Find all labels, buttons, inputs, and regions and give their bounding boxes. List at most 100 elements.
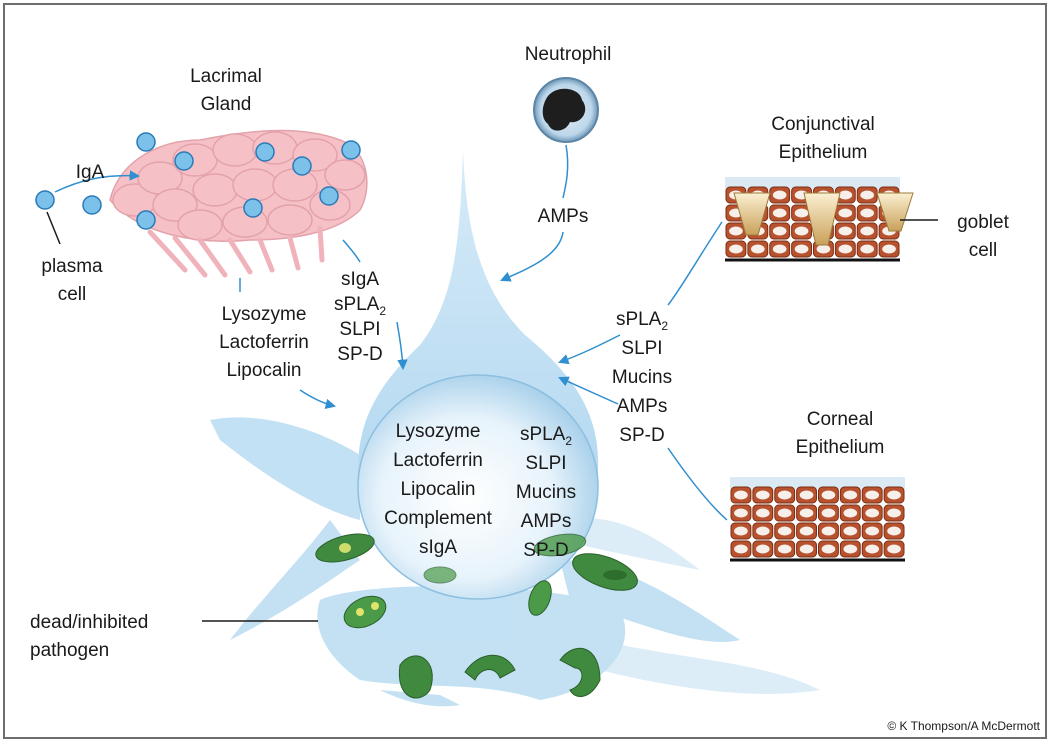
plasma-cells [35,132,361,230]
cell-nucleus [821,526,836,536]
copyright-label: © K Thompson/A McDermott [887,719,1040,733]
tear-component-item: Complement [384,508,492,529]
cell-nucleus [734,490,748,500]
gland-acinar-item: Lipocalin [227,360,302,381]
cell-nucleus [734,544,748,554]
lacrimal-gland-label-line2: Gland [201,94,252,115]
cell-nucleus [755,490,770,500]
arrows [54,144,728,521]
corneal-epithelium [730,477,905,562]
tear-component-item: Lysozyme [396,421,481,442]
cell-nucleus [799,544,814,554]
cell-nucleus [865,490,880,500]
cell-nucleus [887,508,901,518]
cell-nucleus [821,544,836,554]
cell-nucleus [734,526,748,536]
plasma-cell-label-line1: plasma [41,256,103,277]
epithelium-secretion-item: SLPI [621,338,662,359]
tear-component-item: sIgA [419,537,457,558]
goblet-cell-label-line1: goblet [957,212,1009,233]
cell-nucleus [777,544,792,554]
cell-nucleus [729,244,743,254]
cell-nucleus [843,544,858,554]
gland-duct-arrow [396,321,408,371]
gland-duct-item: SP-D [337,344,382,365]
cell-nucleus [865,508,880,518]
iga-label: IgA [76,162,105,183]
tear-component-subscript: 2 [565,434,572,448]
iga-arrow [54,170,141,193]
cell-nucleus [843,508,858,518]
pathogen-9 [423,566,457,584]
cell-nucleus [777,508,792,518]
goblet-cell [803,192,841,246]
conjunctiva-line [667,221,723,306]
tear-film-layer [730,477,905,489]
cell-nucleus [882,244,896,254]
gland-acinar-arrow [299,389,337,410]
neutrophil-cell [533,77,599,143]
neutrophil-arrow [500,231,564,282]
cell-nucleus [843,526,858,536]
tear-film-layer [725,177,900,189]
cell-nucleus [821,490,836,500]
pathogen-3 [398,655,433,699]
cell-nucleus [794,244,809,254]
cell-nucleus [772,244,787,254]
cell-nucleus [799,490,814,500]
gland-acinar-item: Lactoferrin [219,332,309,353]
lacrimal-gland-label-line1: Lacrimal [190,66,262,87]
cell-nucleus [799,526,814,536]
cell-nucleus [860,244,875,254]
cell-nucleus [755,544,770,554]
tear-component-item: Lipocalin [401,479,476,500]
conjunctival-label-line2: Epithelium [779,142,868,163]
cell-nucleus [777,526,792,536]
cell-nucleus [750,244,765,254]
gland-duct-item: SLPI [339,319,380,340]
goblet-cell [733,192,771,236]
tear-component-item: AMPs [521,511,572,532]
cell-nucleus [860,226,875,236]
leader-lines [46,211,938,622]
corneal-label-line1: Corneal [807,409,874,430]
neutrophil-arrow-top [562,144,569,199]
conjunctival-label-line1: Conjunctival [771,114,875,135]
goblet-cell-label-line2: cell [969,240,998,261]
gland-duct-line [342,239,361,263]
conjunctiva-arrow [558,334,621,365]
cell-nucleus [816,244,831,254]
pathogen-7 [572,553,638,591]
gland-duct-item: sPLA2 [334,294,386,318]
gland-acinar-item: Lysozyme [222,304,307,325]
text-labels: Neutrophil Lacrimal Gland IgA plasma cel… [30,44,1010,661]
cell-nucleus [772,208,787,218]
tear-component-item: Mucins [516,482,576,503]
cell-nucleus [860,190,875,200]
cell-nucleus [755,508,770,518]
plasma-cell-leader [46,211,61,245]
cell-nucleus [755,526,770,536]
pathogen-8 [533,533,587,557]
cell-nucleus [734,508,748,518]
goblet-cell [876,192,914,232]
cell-nucleus [799,508,814,518]
neutrophil-output-label: AMPs [538,206,589,227]
cell-nucleus [794,208,809,218]
cornea-line [667,447,728,521]
cell-nucleus [865,544,880,554]
epithelium-secretion-item: SP-D [619,425,664,446]
cell-nucleus [794,226,809,236]
pathogen-4 [464,654,516,681]
epithelium-secretion-item: sPLA2 [616,309,668,333]
tear-component-item: sPLA2 [520,424,572,448]
pathogen-6 [528,580,552,616]
cell-nucleus [838,244,853,254]
epithelium-secretion-item: Mucins [612,367,672,388]
cell-nucleus [860,208,875,218]
